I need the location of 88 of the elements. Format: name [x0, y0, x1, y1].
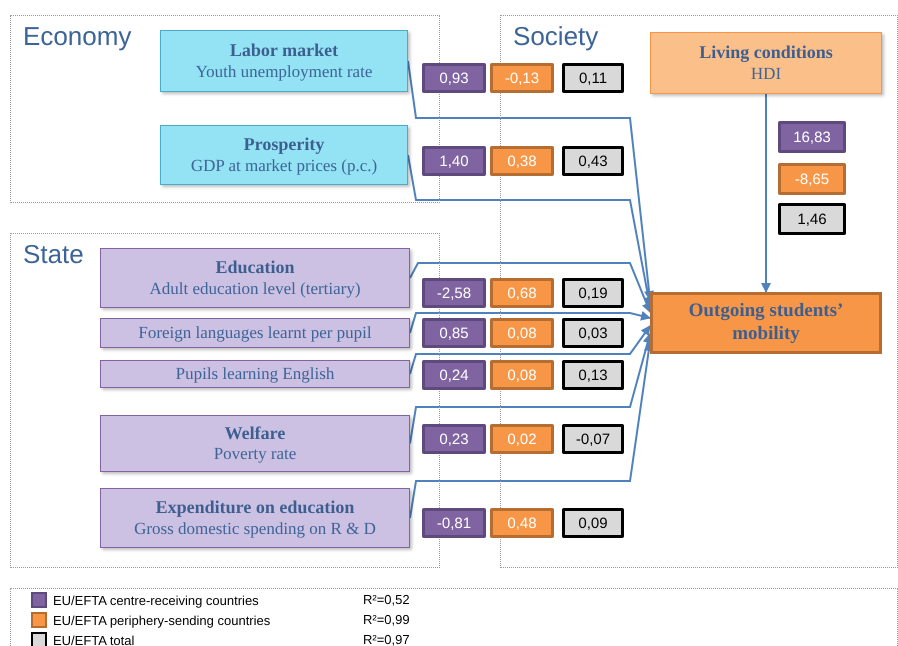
arrow — [409, 325, 651, 374]
factor-box — [100, 488, 410, 548]
coefficient-box — [490, 278, 554, 308]
factor-title: Living conditions — [699, 42, 833, 64]
factor-box — [100, 360, 410, 388]
factor-box — [160, 125, 408, 185]
factor-box — [650, 32, 882, 94]
legend-text: EU/EFTA periphery-sending countries — [53, 612, 270, 628]
legend-text: EU/EFTA centre-receiving countries — [53, 592, 259, 608]
coefficient-value: 0,09 — [578, 516, 608, 530]
fit-statistic: R²=0,52 — [363, 592, 410, 607]
group-panel — [10, 15, 440, 203]
group-title: Economy — [23, 22, 132, 51]
coefficient-value: 0,38 — [507, 154, 537, 168]
arrow — [409, 333, 652, 444]
coefficient-value: 1,46 — [797, 212, 827, 226]
coefficient-box — [422, 63, 486, 93]
factor-box — [160, 30, 408, 92]
group-panel — [500, 15, 898, 568]
fit-statistic: R²=0,99 — [363, 612, 410, 627]
coefficient-box — [778, 203, 846, 235]
factor-description: Gross domestic spending on R & D — [134, 518, 376, 539]
coefficient-value: -0,13 — [504, 70, 540, 86]
coefficient-value: 0,08 — [507, 326, 537, 340]
factor-description: Foreign languages learnt per pupil — [138, 322, 372, 344]
coefficient-box — [490, 508, 554, 538]
coefficient-value: 0,43 — [578, 154, 608, 168]
coefficient-value: 0,24 — [439, 368, 469, 382]
legend-text: EU/EFTA total — [53, 632, 134, 646]
coefficient-box — [562, 360, 624, 390]
factor-title: Expenditure on education — [156, 497, 354, 519]
factor-title: Welfare — [224, 422, 286, 444]
coefficient-value: -8,65 — [794, 172, 830, 186]
coefficient-value: 0,93 — [439, 70, 469, 86]
coefficient-value: 0,85 — [439, 326, 469, 340]
arrow — [409, 310, 651, 334]
coefficient-value: -2,58 — [436, 286, 472, 300]
coefficient-box — [562, 278, 624, 308]
factor-box — [100, 415, 410, 472]
coefficient-box — [422, 424, 486, 454]
coefficient-box — [562, 508, 624, 538]
coefficient-box — [422, 146, 486, 176]
factor-description: HDI — [750, 64, 782, 84]
factor-box — [100, 318, 410, 348]
coefficient-box — [562, 424, 624, 454]
coefficient-value: 1,40 — [439, 154, 469, 168]
coefficient-value: 0,02 — [507, 432, 537, 446]
coefficient-value: 0,08 — [507, 368, 537, 382]
coefficient-box — [490, 318, 554, 348]
coefficient-value: 0,48 — [507, 516, 537, 530]
coefficient-value: 0,68 — [507, 286, 537, 300]
coefficient-value: 0,11 — [578, 70, 608, 86]
coefficient-box — [422, 318, 486, 348]
coefficient-box — [778, 163, 846, 195]
coefficient-value: 0,23 — [439, 432, 469, 446]
coefficient-value: 0,13 — [578, 368, 608, 382]
coefficient-box — [490, 360, 554, 390]
coefficient-box — [490, 63, 554, 93]
group-title: State — [23, 240, 84, 269]
coefficient-value: 0,03 — [578, 326, 608, 340]
coefficient-value: 16,83 — [793, 130, 831, 144]
coefficient-box — [422, 508, 486, 538]
coefficient-box — [562, 63, 624, 93]
arrow — [761, 94, 771, 293]
fit-statistic: R²=0,97 — [363, 632, 410, 646]
factor-description: Adult education level (tertiary) — [150, 278, 360, 299]
factor-description: GDP at market prices (p.c.) — [190, 156, 378, 176]
coefficient-box — [490, 146, 554, 176]
coefficient-box — [562, 318, 624, 348]
coefficient-box — [490, 424, 554, 454]
factor-title: Prosperity — [244, 134, 324, 156]
coefficient-value: 0,19 — [578, 286, 608, 300]
factor-description: Youth unemployment rate — [196, 62, 372, 82]
factor-box — [100, 248, 410, 308]
factor-title: Education — [215, 257, 295, 279]
factor-description: Pupils learning English — [176, 364, 334, 384]
coefficient-value: -0,81 — [436, 516, 472, 530]
factor-description: Poverty rate — [214, 444, 296, 464]
coefficient-box — [562, 146, 624, 176]
coefficient-box — [422, 360, 486, 390]
coefficient-value: -0,07 — [576, 432, 610, 446]
group-title: Society — [513, 22, 598, 51]
coefficient-box — [422, 278, 486, 308]
outcome-box — [650, 292, 882, 354]
factor-title: Labor market — [230, 40, 338, 62]
outcome-title: Outgoing students’ mobility — [688, 300, 844, 346]
arrow — [409, 262, 652, 313]
coefficient-box — [778, 121, 846, 153]
